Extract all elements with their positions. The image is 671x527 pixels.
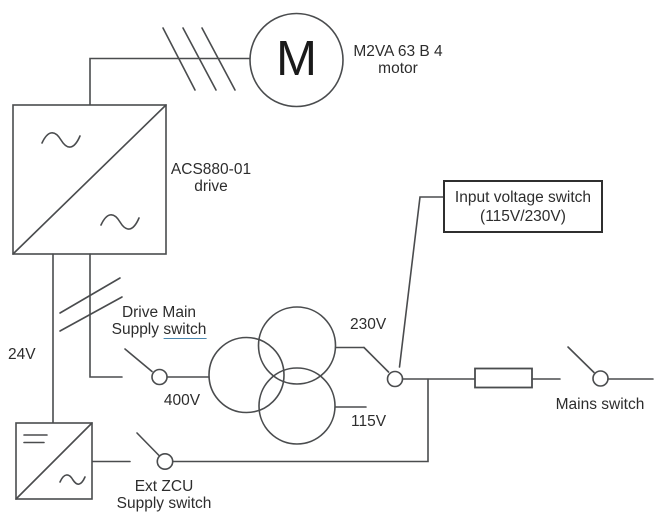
- label-400v: 400V: [163, 392, 201, 409]
- input-voltage-switch-callout: Input voltage switch (115V/230V): [443, 180, 603, 233]
- ext-zcu-switch-symbol: [91, 432, 174, 470]
- motor-wire: [89, 57, 251, 106]
- fuse-symbol: [474, 367, 533, 389]
- drive-name-label: ACS880-01 drive: [170, 161, 252, 195]
- label-230v: 230V: [350, 316, 387, 333]
- switch-link-text: switch: [163, 320, 207, 339]
- transformer-secondary-115v-circle: [258, 367, 336, 445]
- transformer-symbol: [208, 306, 337, 445]
- motor-name-label: M2VA 63 B 4 motor: [353, 43, 443, 77]
- motor-phase-marks-icon: [162, 27, 236, 91]
- wire-zcu-branch: [172, 378, 429, 463]
- motor-symbol-label: M: [276, 31, 317, 86]
- motor-circle: [249, 12, 344, 108]
- drive-main-switch-symbol: [124, 348, 210, 386]
- ac-wave-icon: [41, 132, 81, 148]
- label-24v: 24V: [8, 346, 36, 363]
- ac-wave-icon: [100, 214, 140, 230]
- zcu-supply-box: [15, 422, 93, 500]
- ac-wave-icon: [59, 474, 86, 485]
- input-voltage-switch-symbol: [363, 346, 404, 388]
- zcu-box-diagonal: [15, 422, 93, 500]
- drive-box: [12, 104, 167, 255]
- dc-symbol-icon: [23, 434, 48, 444]
- callout-leader-line: [398, 196, 444, 368]
- mains-switch-label: Mains switch: [555, 396, 645, 413]
- label-115v: 115V: [351, 413, 387, 430]
- mains-switch-symbol: [567, 346, 654, 387]
- drive-main-switch-label: Drive Main Supply switch: [111, 304, 207, 339]
- drive-box-diagonal: [12, 104, 167, 255]
- transformer-secondary-230v-circle: [257, 306, 337, 385]
- supply-phase-marks-icon: [59, 277, 123, 332]
- transformer-primary-circle: [208, 336, 285, 414]
- ext-zcu-switch-label: Ext ZCU Supply switch: [116, 478, 212, 512]
